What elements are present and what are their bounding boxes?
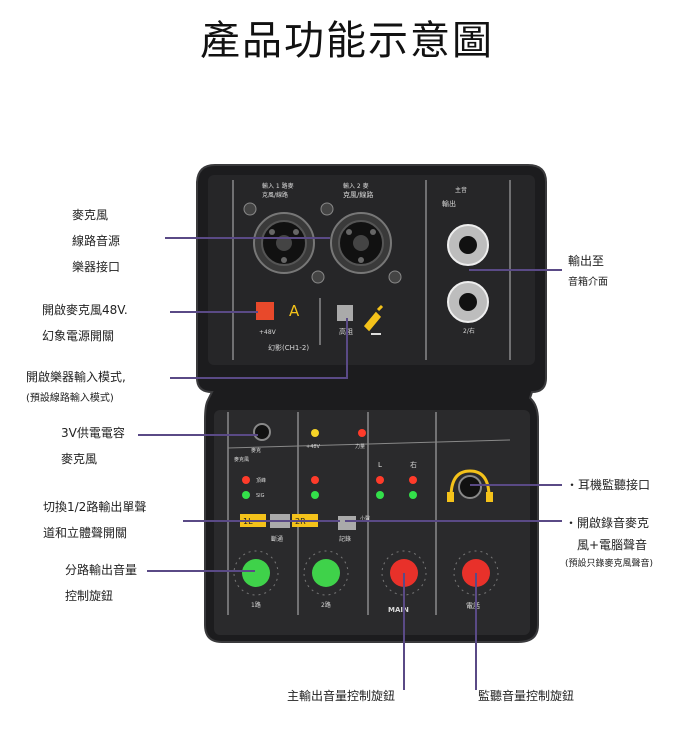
callout-mic-input: 麥克風 線路音源 樂器接口 bbox=[72, 204, 120, 278]
callout-phantom-2: 幻象電源開關 bbox=[42, 329, 115, 343]
device-input2-label: 輸入 2 麥 bbox=[343, 182, 369, 190]
device-main-label: MAIN bbox=[388, 606, 409, 614]
led-power bbox=[358, 429, 366, 437]
device-output-label: 輸出 bbox=[442, 199, 456, 208]
device-input2-sub: 克風/線路 bbox=[343, 190, 373, 199]
device-mic-label: 麥克 bbox=[251, 447, 261, 454]
callout-mic-input-2: 線路音源 bbox=[72, 234, 121, 248]
callout-mono-stereo: 切換1/2路輸出單聲 道和立體聲開關 bbox=[43, 496, 146, 544]
callout-3v-power-1: 3V供電電容 bbox=[61, 426, 125, 440]
device-R-label: 右 bbox=[410, 460, 417, 469]
callout-loopback: ・開啟錄音麥克 風+電腦聲音 (預設只錄麥克風聲音) bbox=[565, 512, 653, 572]
callout-mono-stereo-2: 道和立體聲開關 bbox=[43, 526, 128, 540]
callout-channel-volume-2: 控制旋鈕 bbox=[65, 589, 114, 603]
callout-instrument-1: 開啟樂器輸入模式, bbox=[26, 370, 126, 384]
hi-z-button bbox=[337, 305, 353, 321]
callout-instrument: 開啟樂器輸入模式, (預設線路輸入模式) bbox=[26, 366, 126, 410]
device-plus48-label: +48V bbox=[259, 329, 277, 336]
combo-jack-2 bbox=[320, 202, 402, 284]
callout-3v-power-2: 麥克風 bbox=[61, 452, 98, 466]
callout-mono-stereo-1: 切換1/2路輸出單聲 bbox=[43, 500, 147, 514]
callout-output-1: 輸出至 bbox=[568, 254, 605, 268]
device-phantom-letter: A bbox=[289, 302, 300, 320]
headphone-jack bbox=[458, 475, 482, 499]
device-L-label: L bbox=[378, 461, 382, 469]
callout-channel-volume: 分路輸出音量 控制旋鈕 bbox=[65, 559, 137, 607]
callout-instrument-2: (預設線路輸入模式) bbox=[26, 393, 114, 404]
device-input1-label: 輸入 1 路麥 bbox=[262, 182, 294, 190]
channel-1-knob bbox=[233, 550, 279, 596]
device-led-48-label: +48V bbox=[306, 444, 321, 450]
callout-phantom: 開啟麥克風48V. 幻象電源開關 bbox=[42, 299, 128, 347]
callout-channel-volume-1: 分路輸出音量 bbox=[65, 563, 138, 577]
loopback-switch bbox=[338, 516, 356, 530]
callout-output: 輸出至 音箱介面 bbox=[568, 250, 608, 294]
output-jack-2 bbox=[447, 281, 489, 323]
callout-mic-input-1: 麥克風 bbox=[72, 208, 109, 222]
callout-loopback-2: 風+電腦聲音 bbox=[577, 538, 648, 552]
bottom-panel bbox=[214, 410, 530, 635]
callout-lines bbox=[138, 237, 562, 690]
device-phantom-label: 幻影(CH1-2) bbox=[268, 343, 309, 352]
callout-main-volume: 主輸出音量控制旋鈕 bbox=[287, 689, 396, 703]
phantom-power-button bbox=[256, 302, 274, 320]
device-loop-small-label: 小聲 bbox=[360, 515, 370, 522]
guitar-icon bbox=[363, 304, 384, 332]
device-mono-label: 斷通 bbox=[271, 535, 283, 543]
callout-output-2: 音箱介面 bbox=[568, 277, 608, 288]
callout-loopback-3: (預設只錄麥克風聲音) bbox=[565, 559, 654, 569]
output-jack-1 bbox=[447, 224, 489, 266]
combo-jack-1 bbox=[243, 202, 325, 284]
device-peak-label: 頂峰 bbox=[256, 477, 266, 484]
callout-phantom-1: 開啟麥克風48V. bbox=[42, 303, 128, 317]
device-main-top: 主音 bbox=[455, 186, 467, 194]
channel-2-knob bbox=[303, 550, 349, 596]
led-48v bbox=[311, 429, 319, 437]
device-led-power-label: 力量 bbox=[355, 443, 365, 450]
device-loop-label: 記錄 bbox=[339, 535, 351, 543]
callout-loopback-1: ・開啟錄音麥克 bbox=[565, 516, 650, 530]
device-knob2-label: 2路 bbox=[321, 601, 331, 609]
callout-headphone: ・耳機監聽接口 bbox=[566, 478, 651, 492]
device-input1-sub: 克風/線路 bbox=[262, 191, 288, 199]
callout-3v-power: 3V供電電容 麥克風 bbox=[61, 422, 125, 470]
mic-3v-port bbox=[253, 423, 271, 441]
device-sig-label: SIG bbox=[256, 493, 265, 499]
device-knob1-label: 1路 bbox=[251, 601, 261, 609]
callout-mic-input-3: 樂器接口 bbox=[72, 260, 121, 274]
callout-monitor-volume: 監聽音量控制旋鈕 bbox=[478, 689, 575, 703]
device-monitor-label: 電話 bbox=[466, 601, 480, 610]
device-jack2-label: 2/右 bbox=[463, 327, 475, 335]
device-mic-power-label: 麥克風 bbox=[234, 456, 249, 463]
page-title: 產品功能示意圖 bbox=[200, 18, 494, 64]
